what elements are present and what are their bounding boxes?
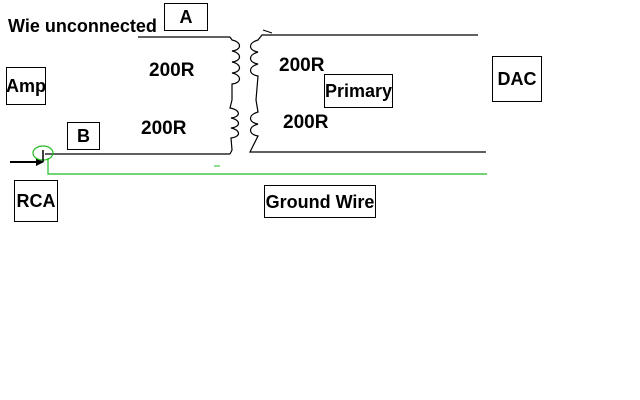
right-coil-top — [249, 34, 478, 101]
ground-wire-label-box: Ground Wire — [264, 185, 376, 218]
left-coil-top — [229, 36, 241, 100]
rca-box: RCA — [14, 180, 58, 222]
terminal-b-box: B — [67, 122, 100, 150]
primary-bottom-resistance-label: 200R — [283, 112, 329, 133]
rca-arrow-head — [36, 158, 44, 166]
dac-box: DAC — [492, 56, 542, 102]
ground-wire-line — [47, 158, 487, 175]
secondary-bottom-resistance-label: 200R — [141, 118, 187, 139]
left-coil-bottom — [229, 99, 240, 155]
right-coil-bottom — [249, 99, 486, 153]
primary-top-resistance-label: 200R — [279, 55, 325, 76]
amp-box: Amp — [6, 67, 46, 105]
unconnected-label: Wie unconnected — [8, 16, 157, 36]
terminal-a-box: A — [164, 3, 208, 31]
primary-label-box: Primary — [324, 74, 393, 108]
core-mark-top — [262, 29, 273, 34]
secondary-top-resistance-label: 200R — [149, 60, 195, 81]
